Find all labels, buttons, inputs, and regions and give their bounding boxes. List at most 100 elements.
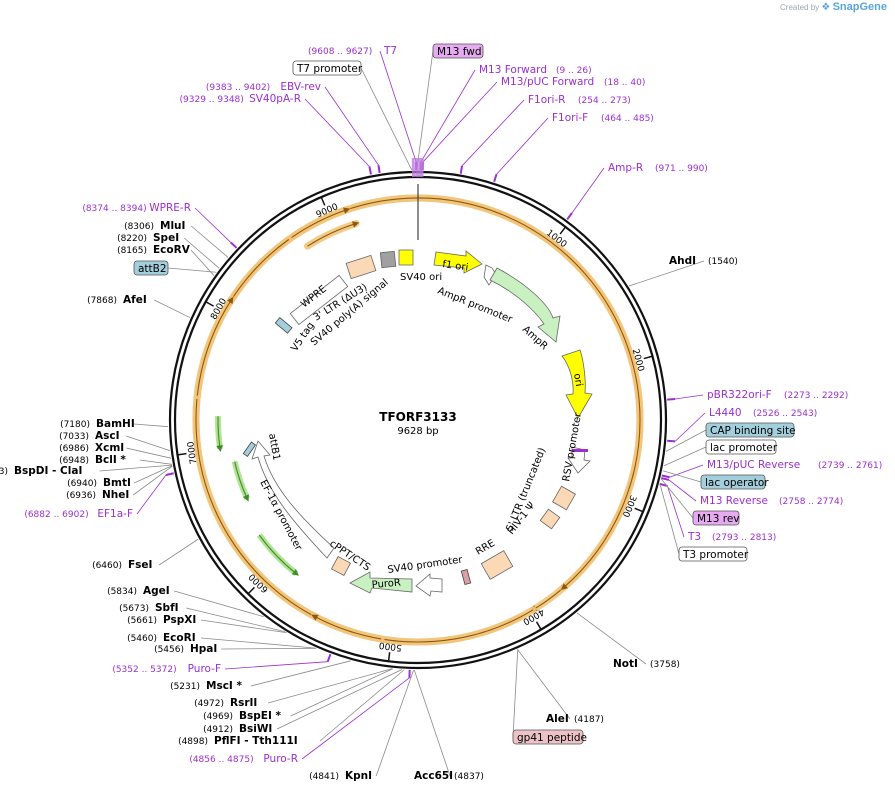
primer-name: Amp-R <box>608 162 643 174</box>
enzyme-asci[interactable]: (7033)AscI <box>59 430 119 442</box>
enzyme-rsrii[interactable]: (4972)RsrII <box>194 697 257 709</box>
attb1-box[interactable] <box>242 441 257 458</box>
primer-puro-r[interactable]: Puro-R(4856 .. 4875) <box>189 753 298 765</box>
orf-arc[interactable] <box>310 612 385 643</box>
primer-site <box>566 212 573 221</box>
primer-t3[interactable]: T3(2793 .. 2813) <box>687 531 776 543</box>
enzyme-leader <box>517 649 571 720</box>
label-puror: PuroR <box>371 577 401 591</box>
primer-pbr322ori-f[interactable]: pBR322ori-F(2273 .. 2292) <box>707 389 848 401</box>
primer-position: (2793 .. 2813) <box>712 533 776 543</box>
enzyme-name: BmtI <box>103 477 131 489</box>
enzyme-position: (5456) <box>154 645 184 655</box>
enzyme-mlui[interactable]: (8306)MluI <box>124 220 185 232</box>
primer-m13-puc-forward[interactable]: M13/pUC Forward(18 .. 40) <box>501 76 645 88</box>
enzyme-position: (5834) <box>107 587 137 597</box>
enzyme-bmti[interactable]: (6940) BmtI <box>67 477 131 489</box>
enzyme-kpni[interactable]: (4841)KpnI <box>309 770 372 782</box>
enzyme-xcmi[interactable]: (6986)XcmI <box>59 442 124 454</box>
primer-ebv-rev[interactable]: EBV-rev(9383 .. 9402) <box>206 81 321 93</box>
primer-l4440[interactable]: L4440(2526 .. 2543) <box>709 407 817 419</box>
tick-mark <box>634 507 644 513</box>
primer-t7[interactable]: T7(9608 .. 9627) <box>308 45 397 57</box>
enzyme-hpai[interactable]: (5456)HpaI <box>154 643 217 655</box>
primer-site <box>368 166 372 175</box>
tick-mark <box>177 452 187 456</box>
orf-arc-core <box>291 207 351 238</box>
enzyme-afei[interactable]: (7868)AfeI <box>87 294 147 306</box>
ori-arrow[interactable] <box>561 349 593 419</box>
enzyme-name: XcmI <box>95 442 124 454</box>
primer-m13-forward[interactable]: M13 Forward(9 .. 26) <box>479 64 592 76</box>
ef1a-promoter-arrow[interactable] <box>251 440 335 559</box>
enzyme-agei[interactable]: (5834)AgeI <box>107 585 170 597</box>
sv40-promoter-arrow[interactable] <box>415 573 443 597</box>
enzyme-alei[interactable]: (4187)AleI <box>546 713 604 725</box>
enzyme-fsei[interactable]: (6460)FseI <box>92 559 152 571</box>
enzyme-bamhi[interactable]: (7180)BamHI <box>60 418 135 430</box>
cppt-box[interactable] <box>330 555 352 577</box>
ampr-arrow[interactable] <box>489 267 561 343</box>
enzyme-ecorv[interactable]: (8165)EcoRV <box>117 244 191 256</box>
tick-mark <box>535 621 542 630</box>
enzyme-leader <box>190 249 215 276</box>
tag-m13-rev[interactable]: M13 rev <box>692 510 740 526</box>
enzyme-ecori[interactable]: (5460)EcoRI <box>127 632 196 644</box>
orf-arc[interactable] <box>564 253 634 357</box>
tag-t7-promoter[interactable]: T7 promoter <box>292 60 363 76</box>
enzyme-pspxi[interactable]: (5661)PspXI <box>127 614 196 626</box>
enzyme-sbfi[interactable]: (5673)SbfI <box>119 602 179 614</box>
primer-wpre-r[interactable]: WPRE-R(8374 .. 8394) <box>82 202 191 214</box>
enzyme-nhei[interactable]: (6936)NheI <box>66 489 129 501</box>
ltr5-box[interactable] <box>552 485 576 511</box>
rre-box[interactable] <box>480 550 514 580</box>
sv40-poly-a-box[interactable] <box>379 250 397 269</box>
tag-box <box>692 510 740 526</box>
primer-ef1a-f[interactable]: EF1a-F(6882 .. 6902) <box>24 508 133 520</box>
ltr3-box[interactable] <box>345 254 377 280</box>
wpre-box[interactable] <box>289 274 349 326</box>
puror-arrow[interactable] <box>349 571 413 594</box>
orf-arc-core <box>567 256 632 357</box>
enzyme-name: SpeI <box>153 232 179 244</box>
tag-gp41-peptide[interactable]: gp41 peptide <box>512 729 587 745</box>
enzyme-acc65i[interactable]: (4837)Acc65I <box>414 770 484 782</box>
enzyme-bspdi-clai[interactable]: (6943)BspDI - ClaI <box>0 465 82 477</box>
enzyme-bsiwi[interactable]: (4912)BsiWI <box>203 723 272 735</box>
plasmid-size: 9628 bp <box>397 426 438 437</box>
primer-puro-f[interactable]: Puro-F(5352 .. 5372) <box>112 663 221 675</box>
tag-leader <box>665 429 707 452</box>
v5-tag-box[interactable] <box>274 316 293 334</box>
gp41-box[interactable] <box>460 568 472 586</box>
green-arrow-core <box>258 534 299 576</box>
tag-lac-operator[interactable]: lac operator <box>700 474 769 490</box>
tag-cap-binding-site[interactable]: CAP binding site <box>705 422 796 438</box>
enzyme-position: (6940) <box>67 479 97 489</box>
tag-lac-promoter[interactable]: lac promoter <box>705 439 778 455</box>
primer-f1ori-r[interactable]: F1ori-R(254 .. 273) <box>528 94 631 106</box>
enzyme-ahdi[interactable]: (1540)AhdI <box>669 255 738 267</box>
tag-text: lac operator <box>705 477 769 489</box>
sv40-ori-box[interactable] <box>398 249 414 266</box>
primer-sv40pa-r[interactable]: SV40pA-R(9329 .. 9348) <box>180 93 301 105</box>
enzyme-msci-[interactable]: (5231)MscI * <box>170 680 242 692</box>
tag-attb2[interactable]: attB2 <box>133 260 169 276</box>
green-arrow-core <box>216 416 223 453</box>
enzyme-noti[interactable]: (3758)NotI <box>613 658 680 670</box>
enzyme-leader <box>200 619 287 634</box>
enzyme-spei[interactable]: (8220)SpeI <box>117 232 179 244</box>
f1-ori-arrow[interactable] <box>433 250 483 274</box>
primer-amp-r[interactable]: Amp-R(971 .. 990) <box>608 162 708 174</box>
primer-m13-puc-reverse[interactable]: M13/pUC Reverse(2739 .. 2761) <box>707 459 882 471</box>
enzyme-name: BsiWI <box>239 723 272 735</box>
primer-f1ori-f[interactable]: F1ori-F(464 .. 485) <box>552 112 654 124</box>
label-sv40-promoter: SV40 promoter <box>387 554 464 576</box>
enzyme-pflfi-tth111i[interactable]: (4898)PflFI - Tth111I <box>178 735 298 747</box>
primer-position: (8374 .. 8394) <box>82 204 146 214</box>
tag-t3-promoter[interactable]: T3 promoter <box>678 546 749 562</box>
enzyme-bspei-[interactable]: (4969)BspEI * <box>203 710 281 722</box>
hiv-psi-box[interactable] <box>539 508 561 530</box>
tag-m13-fwd[interactable]: M13 fwd <box>432 43 484 59</box>
primer-m13-reverse[interactable]: M13 Reverse(2758 .. 2774) <box>700 495 843 507</box>
enzyme-bcli-[interactable]: (6948)BclI * <box>59 454 126 466</box>
